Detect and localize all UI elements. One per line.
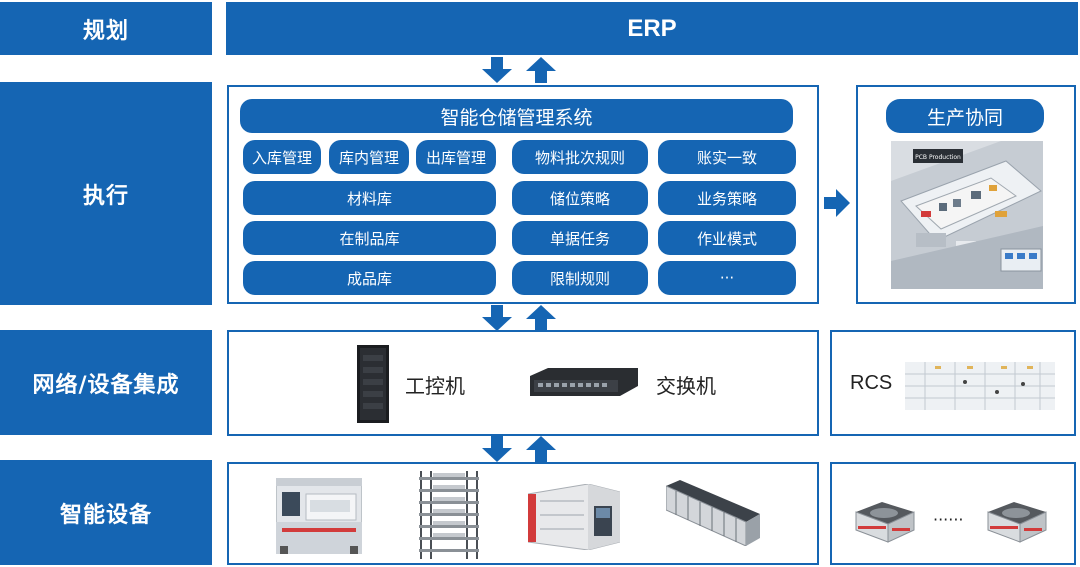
switch-label: 交换机: [656, 374, 716, 398]
erp-bar: ERP: [226, 2, 1078, 55]
conveyor-line-image: [666, 480, 760, 546]
wms-rule-task: 单据任务: [512, 221, 648, 255]
agv-robot-image: [855, 502, 915, 543]
right-arrow-icon: [824, 189, 850, 217]
wms-item-work-mode: 作业模式: [658, 221, 796, 255]
wms-warehouse-finished: 成品库: [243, 261, 496, 295]
server-cabinet-icon: [357, 345, 389, 423]
wms-rule-limit: 限制规则: [512, 261, 648, 295]
wms-rule-batch: 物料批次规则: [512, 140, 648, 174]
wms-op-inbound: 入库管理: [243, 140, 321, 174]
rcs-label: RCS: [850, 372, 893, 394]
coop-title: 生产协同: [886, 99, 1044, 133]
network-panel: [227, 330, 819, 436]
layer-label-execution: 执行: [0, 82, 212, 305]
down-arrow-icon: [482, 57, 512, 83]
wms-op-internal: 库内管理: [329, 140, 409, 174]
storage-rack-image: [419, 471, 479, 559]
agv-robot-image: [987, 502, 1047, 543]
smt-machine-image: [276, 478, 362, 554]
wms-rule-location: 储位策略: [512, 181, 648, 215]
wms-title: 智能仓储管理系统: [240, 99, 793, 133]
agv-ellipsis: ······: [933, 510, 964, 529]
arrow-pair-network-devices: [482, 436, 556, 462]
factory-floor-image: PCB Production: [891, 141, 1043, 289]
up-arrow-icon: [526, 57, 556, 83]
automated-warehouse-image: [528, 484, 620, 550]
wms-warehouse-wip: 在制品库: [243, 221, 496, 255]
down-arrow-icon: [482, 436, 512, 462]
wms-op-outbound: 出库管理: [416, 140, 496, 174]
wms-warehouse-material: 材料库: [243, 181, 496, 215]
wms-item-more: ···: [658, 261, 796, 295]
ipc-label: 工控机: [405, 374, 465, 398]
wms-item-consistency: 账实一致: [658, 140, 796, 174]
network-switch-icon: [530, 368, 638, 396]
wms-item-business-strategy: 业务策略: [658, 181, 796, 215]
rcs-map-image: [905, 362, 1055, 410]
pcb-sign-text: PCB Production: [915, 154, 961, 161]
down-arrow-icon: [482, 305, 512, 331]
arrow-pair-erp-wms: [482, 57, 556, 83]
up-arrow-icon: [526, 436, 556, 462]
layer-label-planning: 规划: [0, 2, 212, 55]
layer-label-devices: 智能设备: [0, 460, 212, 565]
pcb-sign: [913, 149, 963, 163]
layer-label-network: 网络/设备集成: [0, 330, 212, 435]
up-arrow-icon: [526, 305, 556, 331]
arrow-pair-wms-network: [482, 305, 556, 331]
